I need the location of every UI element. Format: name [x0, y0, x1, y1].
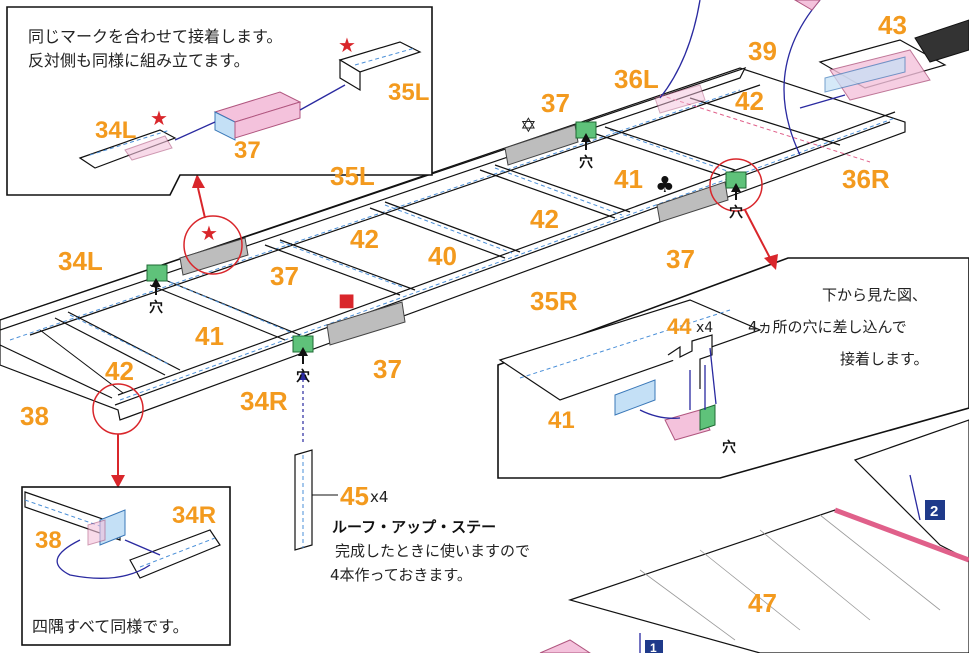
- stay-line1: 完成したときに使いますので: [335, 542, 530, 560]
- stay-line2: 4本作っておきます。: [330, 566, 472, 584]
- svg-text:1: 1: [650, 641, 657, 653]
- label-36l: 36L: [614, 64, 659, 94]
- callout-bottom-view: 下から見た図、 4ヵ所の穴に差し込んで 接着します。 44 x4 41 穴: [497, 257, 969, 479]
- label-44: 44: [667, 314, 692, 339]
- hole-4: 穴: [729, 204, 743, 221]
- main-frame: [0, 66, 906, 421]
- label-42-b: 42: [350, 224, 379, 254]
- club-mark: ♣: [655, 173, 675, 198]
- bl-label-38: 38: [35, 527, 62, 554]
- callout-right-line1: 下から見た図、: [822, 286, 927, 304]
- label-47: 47: [748, 588, 777, 618]
- callout-bl-text: 四隅すべて同様です。: [32, 617, 189, 636]
- label-36r: 36R: [842, 164, 890, 194]
- star-mark-b: ★: [150, 106, 168, 130]
- tl-label-35l: 35L: [388, 79, 429, 106]
- arrow-top-a: [659, 0, 701, 99]
- stay-title: ルーフ・アップ・ステー: [332, 518, 496, 536]
- label-37-d: 37: [666, 244, 695, 274]
- star-mark-main: ★: [200, 221, 218, 245]
- callout-tl-line1: 同じマークを合わせて接着します。: [28, 27, 282, 46]
- tl-label-34l: 34L: [95, 117, 136, 144]
- tl-label-37: 37: [234, 137, 261, 164]
- step-badge-2: 2: [925, 500, 945, 520]
- label-35r: 35R: [530, 286, 578, 316]
- stay-label-45: 45: [340, 481, 369, 511]
- label-41-callout: 41: [548, 407, 575, 434]
- label-37-c: 37: [541, 88, 570, 118]
- star6-mark: ✡: [520, 113, 537, 137]
- callout-right-line3: 接着します。: [840, 350, 929, 368]
- hole-3: 穴: [579, 154, 593, 171]
- label-42-c: 42: [530, 204, 559, 234]
- highlight-circle-right: [709, 158, 763, 212]
- qty-44: x4: [696, 320, 713, 336]
- label-42-a: 42: [105, 356, 134, 386]
- callout-mark-match: 同じマークを合わせて接着します。 反対側も同様に組み立てます。 35L 34L …: [6, 6, 433, 196]
- label-38: 38: [20, 401, 49, 431]
- highlight-circle-star: [183, 215, 243, 275]
- stay-text: 45 x4 ルーフ・アップ・ステー 完成したときに使いますので 4本作っておきま…: [330, 481, 530, 584]
- callout-right-line2: 4ヵ所の穴に差し込んで: [748, 318, 907, 336]
- label-41-b: 41: [614, 164, 643, 194]
- hole-1: 穴: [149, 299, 163, 316]
- part-43: [799, 19, 969, 109]
- label-37-a: 37: [270, 261, 299, 291]
- label-41-a: 41: [195, 321, 224, 351]
- label-40: 40: [428, 241, 457, 271]
- roof-panels: [539, 419, 969, 653]
- svg-text:2: 2: [930, 503, 938, 520]
- hole-callout: 穴: [722, 439, 736, 456]
- arrow-top-b: [783, 0, 821, 156]
- step-badge-1: 1: [645, 640, 663, 653]
- label-35l: 35L: [330, 161, 375, 191]
- callout-corners: 38 34R 四隅すべて同様です。: [21, 486, 231, 646]
- bl-label-34r: 34R: [172, 502, 216, 529]
- label-43: 43: [878, 10, 907, 40]
- callout-tl-line2: 反対側も同様に組み立てます。: [28, 51, 250, 70]
- hole-labels: 穴 穴 穴 穴: [149, 154, 743, 385]
- part-labels: 34L 42 38 41 34R 37 35L 42 40 37 35R 37 …: [20, 10, 907, 618]
- label-34l: 34L: [58, 246, 103, 276]
- label-34r: 34R: [240, 386, 288, 416]
- stay-qty: x4: [370, 488, 388, 506]
- star-mark-a: ★: [338, 33, 356, 57]
- label-42-d: 42: [735, 86, 764, 116]
- label-37-b: 37: [373, 354, 402, 384]
- part-45-stay: [294, 370, 338, 551]
- hole-2: 穴: [296, 368, 310, 385]
- square-mark: ■: [338, 290, 355, 311]
- label-39: 39: [748, 36, 777, 66]
- hole-markers: [151, 133, 741, 364]
